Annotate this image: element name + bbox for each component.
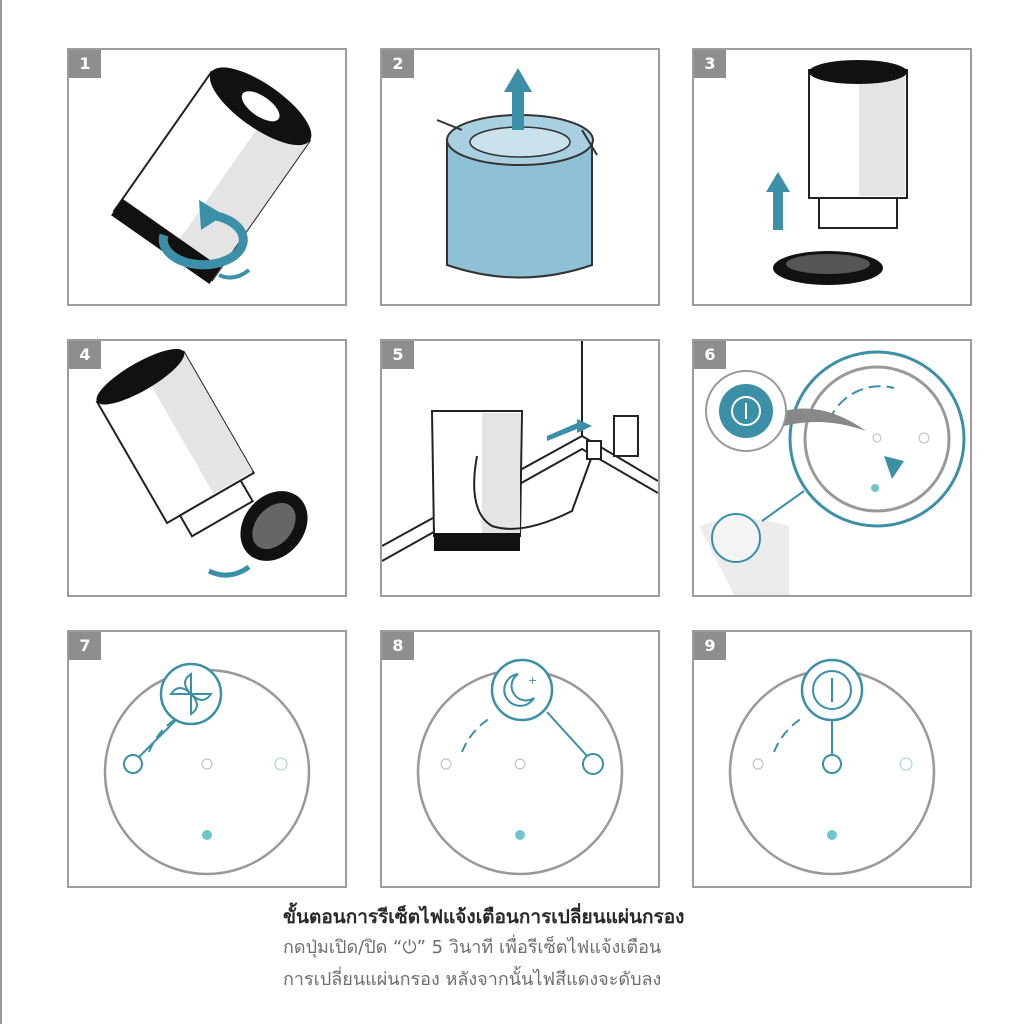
wall-outlet-icon (613, 415, 639, 457)
rotate-arrow-icon (207, 564, 251, 578)
up-arrow-icon (512, 90, 524, 130)
moon-icon (490, 658, 554, 722)
step-7-panel: 7 (67, 630, 347, 888)
step-number-badge: 2 (382, 50, 414, 78)
step-6-panel: 6 (692, 339, 972, 597)
svg-text:+: + (528, 674, 537, 687)
step-1-panel: 1 (67, 48, 347, 306)
sleep-button-illustration: + (416, 658, 624, 876)
step-8-panel: 8 + (380, 630, 660, 888)
arrow-icon (547, 419, 592, 441)
up-arrow-icon (773, 190, 783, 230)
purifier-unscrew-base-illustration (111, 67, 312, 285)
purifier-insert-filter-illustration (766, 60, 908, 285)
step-number-badge: 5 (382, 341, 414, 369)
step-4-panel: 4 (67, 339, 347, 597)
caption-line-1: กดปุ่มเปิด/ปิด “⏻” 5 วินาที เพื่อรีเซ็ตไ… (283, 937, 662, 958)
power-button-illustration (728, 658, 936, 876)
press-power-button-illustration (699, 350, 966, 595)
filter-remove-bag-illustration (436, 68, 598, 279)
purifier-screw-base-illustration (95, 348, 308, 578)
step-number-badge: 3 (694, 50, 726, 78)
step-number-badge: 8 (382, 632, 414, 660)
pointer-arrow-icon (884, 456, 904, 479)
fan-button-illustration (103, 662, 311, 876)
step-number-badge: 6 (694, 341, 726, 369)
step-2-panel: 2 (380, 48, 660, 306)
instruction-caption: ขั้นตอนการรีเซ็ตไฟแจ้งเตือนการเปลี่ยนแผ่… (283, 902, 753, 996)
step-number-badge: 4 (69, 341, 101, 369)
step-number-badge: 1 (69, 50, 101, 78)
step-number-badge: 7 (69, 632, 101, 660)
step-9-panel: 9 (692, 630, 972, 888)
rotate-arrow-icon (158, 210, 248, 270)
step-number-badge: 9 (694, 632, 726, 660)
page-edge-line (0, 0, 2, 1024)
step-5-panel: 5 (380, 339, 660, 597)
caption-title: ขั้นตอนการรีเซ็ตไฟแจ้งเตือนการเปลี่ยนแผ่… (283, 906, 685, 928)
caption-line-2: การเปลี่ยนแผ่นกรอง หลังจากนั้นไฟสีแดงจะด… (283, 969, 662, 990)
purifier-plug-in-illustration (382, 341, 658, 562)
step-3-panel: 3 (692, 48, 972, 306)
